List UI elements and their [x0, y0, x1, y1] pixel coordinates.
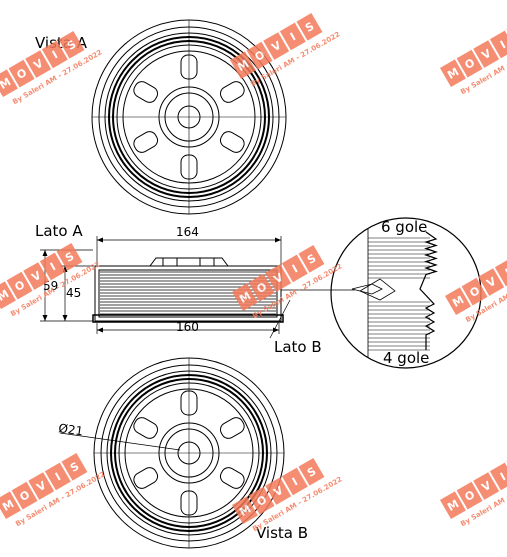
view-label-vista-b: Vista B: [256, 524, 308, 542]
dimension-base-width: 160: [176, 320, 199, 334]
dimension-bore: Ø21: [58, 421, 84, 438]
spoke-window: [219, 81, 245, 103]
svg-text:I: I: [498, 470, 507, 483]
groove-detail-view: [330, 217, 482, 369]
svg-text:I: I: [48, 260, 58, 273]
dimension-arrows: [42, 237, 281, 333]
front-view-a: [91, 19, 287, 215]
front-view-b: [59, 357, 285, 549]
spoke-window: [133, 467, 159, 489]
detail-label-6-gole: 6 gole: [381, 218, 427, 236]
spoke-window: [219, 131, 245, 153]
svg-text:I: I: [290, 262, 300, 275]
svg-text:I: I: [290, 475, 300, 488]
side-label-lato-b: Lato B: [274, 338, 322, 356]
svg-text:I: I: [288, 30, 298, 43]
spoke-window: [219, 417, 245, 439]
dimension-height-45: 45: [66, 286, 81, 300]
svg-text:I: I: [503, 266, 507, 279]
spoke-window: [133, 131, 159, 153]
svg-text:M: M: [0, 287, 11, 304]
svg-text:I: I: [50, 48, 60, 61]
spoke-window: [133, 417, 159, 439]
svg-text:I: I: [53, 470, 63, 483]
spoke-window: [133, 81, 159, 103]
svg-text:I: I: [498, 38, 507, 51]
dimension-overall-width: 164: [176, 225, 199, 239]
spoke-window: [219, 467, 245, 489]
side-view: [92, 257, 284, 323]
side-label-lato-a: Lato A: [35, 222, 83, 240]
detail-label-4-gole: 4 gole: [383, 349, 429, 367]
